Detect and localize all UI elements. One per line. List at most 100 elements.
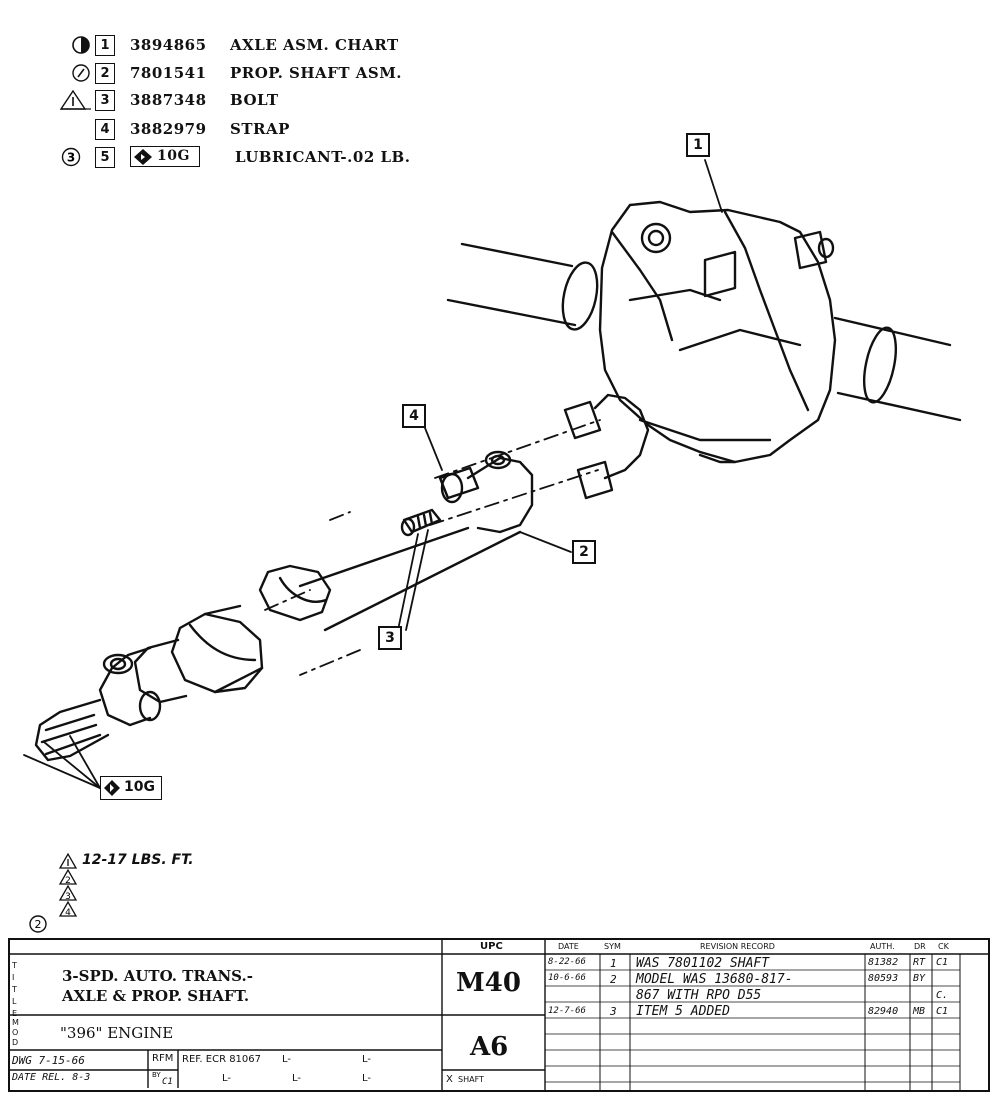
rev-ck: C1 [936, 1006, 949, 1017]
torque-note: 12-17 LBS. FT. [82, 852, 194, 868]
rev-header-date: DATE [558, 942, 579, 951]
rev-header-sym: SYM [604, 942, 621, 951]
title-line-1: 3-SPD. AUTO. TRANS.- [62, 967, 253, 985]
item-number: 3 [95, 90, 115, 111]
rev-sym: 1 [610, 957, 617, 970]
upc-code-top: M40 [456, 968, 521, 998]
rev-auth: 82940 [868, 1006, 899, 1017]
triangle-3-icon [58, 884, 78, 901]
rev-sym: 2 [610, 973, 617, 986]
part-number: 7801541 [130, 64, 207, 82]
l-field: L- [362, 1054, 372, 1065]
part-number: 3894865 [130, 36, 207, 54]
right-axle-tube [833, 316, 962, 422]
reference: REF. ECR 81067 [182, 1054, 262, 1065]
l-field: L- [222, 1073, 232, 1084]
rev-dr: RT [913, 957, 926, 968]
rear-u-joint [438, 450, 534, 534]
part-description: PROP. SHAFT ASM. [230, 64, 403, 82]
triangle-1-icon [58, 852, 78, 869]
lube-tag-drawing: 10G [100, 776, 162, 800]
title-side-label: T I T L E [12, 961, 18, 1018]
differential-housing [598, 200, 837, 464]
circled-number: 3 [67, 151, 75, 165]
triangle-2-icon [58, 868, 78, 885]
item-number: 5 [95, 147, 115, 168]
title-line-2: AXLE & PROP. SHAFT. [62, 987, 250, 1005]
part-description: STRAP [230, 120, 290, 138]
left-axle-tube [446, 242, 599, 331]
circled-slash-icon [72, 64, 90, 82]
release-date: DATE REL. 8-3 [12, 1072, 91, 1083]
triangle-number: 3 [65, 892, 71, 902]
propeller-shaft-tube [170, 526, 522, 694]
leader-lines [23, 159, 723, 789]
rev-record: WAS 7801102 SHAFT [636, 956, 770, 971]
triangle-4-icon [58, 900, 78, 917]
lube-tag: 10G [130, 146, 200, 167]
part-description: AXLE ASM. CHART [230, 36, 399, 54]
rev-header-record: REVISION RECORD [700, 942, 775, 951]
rev-sym: 3 [610, 1005, 617, 1018]
diamond-icon [104, 780, 120, 796]
by-label: BY [152, 1071, 161, 1079]
rfm-label: RFM [152, 1053, 174, 1064]
drawing-date: DWG 7-15-66 [12, 1054, 85, 1067]
part-number: 3882979 [130, 120, 207, 138]
bolt [400, 508, 442, 537]
circled-number: 2 [35, 918, 42, 931]
by-value: C1 [162, 1077, 173, 1087]
half-filled-circle-icon [72, 36, 90, 54]
rev-auth: 80593 [868, 973, 899, 984]
rev-date: 12-7-66 [548, 1006, 586, 1016]
note-triangle-stack: 2 3 4 [58, 852, 78, 918]
rev-header-ck: CK [938, 942, 949, 951]
part-number: 10G [157, 148, 190, 164]
triangle-1-icon [59, 89, 91, 110]
rev-record: MODEL WAS 13680-817- [636, 972, 793, 987]
rev-header-auth: AUTH. [870, 942, 895, 951]
rev-ck: C. [936, 990, 949, 1001]
part-number: 3887348 [130, 91, 207, 109]
circled-2-icon: 2 [29, 915, 47, 933]
item-number: 4 [95, 119, 115, 140]
triangle-number: 4 [65, 908, 71, 918]
upc-label: UPC [480, 941, 503, 952]
centerline [264, 419, 601, 676]
parts-row-2: 2 7801541 PROP. SHAFT ASM. [70, 62, 470, 86]
rev-auth: 81382 [868, 957, 899, 968]
rev-dr: MB [913, 1006, 926, 1017]
circled-3-icon: 3 [61, 147, 81, 167]
part-description: LUBRICANT-.02 LB. [235, 148, 411, 166]
parts-row-4: 4 3882979 STRAP [70, 118, 470, 142]
triangle-number: 2 [65, 876, 71, 886]
upc-code-bottom: A6 [470, 1032, 509, 1062]
pinion-yoke [563, 393, 650, 500]
title-block: T I T L E 3-SPD. AUTO. TRANS.- AXLE & PR… [8, 938, 990, 1092]
parts-row-5: 3 5 10G LUBRICANT-.02 LB. [61, 146, 470, 170]
rev-ck: C1 [936, 957, 949, 968]
item-number: 2 [95, 63, 115, 84]
diamond-icon [134, 149, 152, 165]
model-label: "396" ENGINE [60, 1024, 174, 1042]
mod-side-label: M O D [12, 1018, 19, 1047]
callout-3: 3 [378, 626, 402, 650]
assembly-illustration [23, 159, 962, 789]
rev-record: ITEM 5 ADDED [636, 1004, 730, 1019]
rev-date: 8-22-66 [548, 957, 586, 967]
callout-1: 1 [686, 133, 710, 157]
part-description: BOLT [230, 91, 279, 109]
title-block-grid [10, 940, 988, 1090]
parts-row-3: 3 3887348 BOLT [59, 89, 470, 113]
shaft-label: SHAFT [458, 1075, 484, 1084]
callout-2: 2 [572, 540, 596, 564]
l-field: L- [292, 1073, 302, 1084]
rev-date: 10-6-66 [548, 973, 586, 983]
rev-dr: BY [913, 973, 926, 984]
shaft-mark: X [446, 1074, 453, 1085]
rev-record: 867 WITH RPO D55 [636, 988, 762, 1003]
l-field: L- [282, 1054, 292, 1065]
rev-header-dr: DR [914, 942, 926, 951]
callout-4: 4 [402, 404, 426, 428]
